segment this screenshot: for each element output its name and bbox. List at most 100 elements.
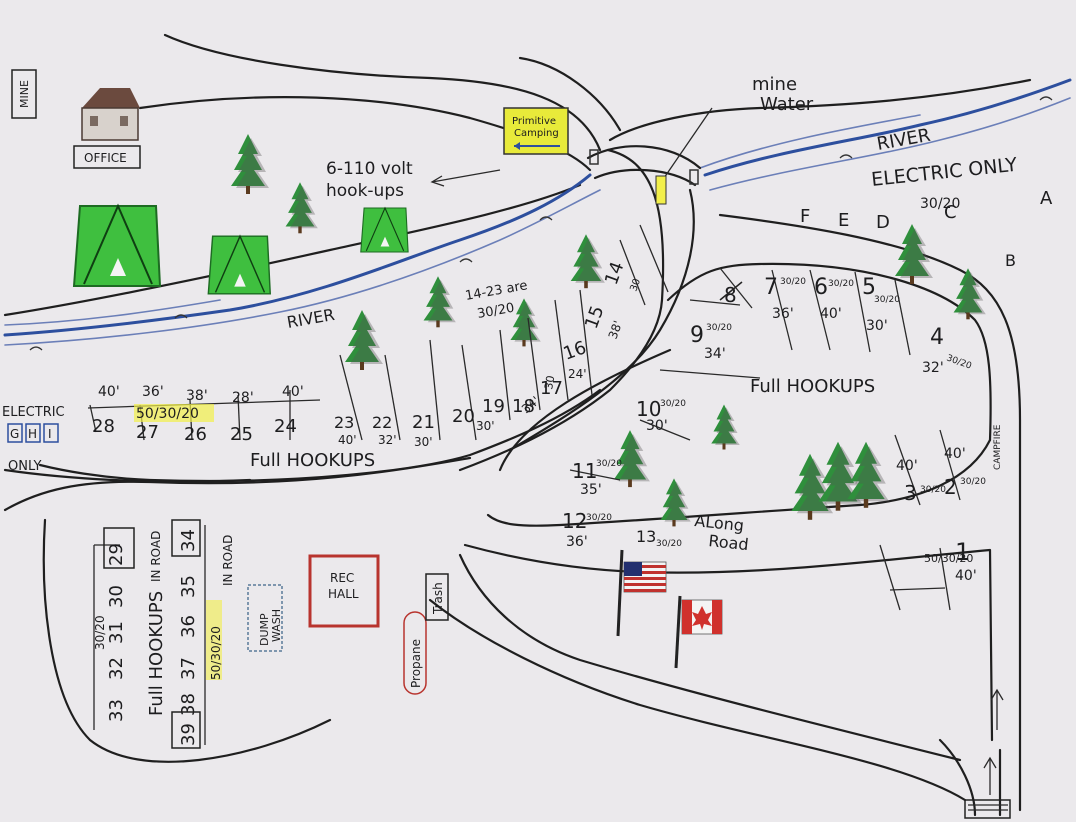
site-27-len: 36' xyxy=(142,384,164,400)
site-37: 37 xyxy=(178,657,199,680)
in-road-1: IN ROAD xyxy=(149,531,163,582)
site-g: G xyxy=(10,427,19,441)
trash-label: Trash xyxy=(431,582,445,615)
along-road-line2: Road xyxy=(708,531,750,554)
site-24: 24 xyxy=(274,416,297,437)
site-25-len: 28' xyxy=(232,390,254,406)
house-icon xyxy=(81,88,140,141)
canada-flag-icon xyxy=(674,595,723,669)
in-road-2: IN ROAD xyxy=(221,535,235,586)
site-17: 17 xyxy=(540,378,563,399)
arrow-icon xyxy=(430,169,501,187)
site-22: 22 xyxy=(372,413,392,432)
primitive-camping-sign: Primitive Camping xyxy=(503,107,569,155)
trash-bin: Trash xyxy=(425,573,449,621)
site-25: 25 xyxy=(230,424,253,445)
site-12-amp: 30/20 xyxy=(586,513,612,523)
site-letter-d: D xyxy=(876,212,890,233)
site-11-len: 35' xyxy=(580,482,602,498)
site-11: 11 xyxy=(572,459,597,483)
site-28-len: 40' xyxy=(98,384,120,400)
site-10: 10 xyxy=(636,397,661,421)
site-3: 3 xyxy=(904,481,917,505)
site-11-amp: 30/20 xyxy=(596,459,622,469)
site-letter-b: B xyxy=(1005,251,1016,270)
site-7-len: 36' xyxy=(772,306,794,322)
bridge xyxy=(586,145,702,187)
site-24-len: 40' xyxy=(282,384,304,400)
site-10-amp: 30/20 xyxy=(660,399,686,409)
tent-icon xyxy=(207,235,271,295)
site-1-amp: 50/30/20 xyxy=(924,552,973,565)
river-lower xyxy=(3,173,601,346)
campfire-label: CAMPFIRE xyxy=(993,424,1003,470)
mine-water-line2: Water xyxy=(760,94,814,115)
arrow-icon xyxy=(983,688,1004,795)
amp-50-30-20-left: 50/30/20 xyxy=(209,626,223,680)
site-31: 31 xyxy=(106,621,127,644)
electric-amp-right: 30/20 xyxy=(920,196,960,212)
site-23-len: 40' xyxy=(338,433,357,447)
site-letter-c: C xyxy=(944,202,957,223)
site-15-len: 38' xyxy=(606,319,626,341)
amp-50-30-20: 50/30/20 xyxy=(136,406,199,422)
rec-hall: REC HALL xyxy=(308,554,380,628)
site-28: 28 xyxy=(92,416,115,437)
site-21: 21 xyxy=(412,412,435,433)
full-hookups-lower: Full HOOKUPS xyxy=(250,450,375,471)
site-5-amp: 30/20 xyxy=(874,295,900,305)
site-2: 2 xyxy=(944,475,957,499)
site-17-len: 30 xyxy=(542,374,557,390)
site-6-amp: 30/20 xyxy=(828,279,854,289)
wash-label: WASH xyxy=(270,609,283,642)
site-letter-e: E xyxy=(838,210,849,231)
office-label: OFFICE xyxy=(84,151,127,165)
site-13-amp: 30/20 xyxy=(656,539,682,549)
site-2-amp: 30/20 xyxy=(960,477,986,487)
site-5: 5 xyxy=(862,275,876,300)
site-22-len: 32' xyxy=(378,433,397,447)
full-hookups-right: Full HOOKUPS xyxy=(750,376,875,397)
site-19: 19 xyxy=(482,396,505,417)
tent-icon xyxy=(360,207,409,253)
site-10-len: 30' xyxy=(646,418,668,434)
site-7: 7 xyxy=(764,275,778,300)
site-26: 26 xyxy=(184,424,207,445)
site-29: 29 xyxy=(106,543,127,566)
site-6: 6 xyxy=(814,275,828,300)
full-hookups-left: Full HOOKUPS xyxy=(146,591,167,716)
site-30: 30 xyxy=(106,585,127,608)
site-letter-f: F xyxy=(800,206,810,227)
propane-tank: Propane xyxy=(403,611,427,695)
amp-30-20-left: 30/20 xyxy=(93,615,107,650)
site-26-len: 38' xyxy=(186,388,208,404)
site-32: 32 xyxy=(106,657,127,680)
river-upper xyxy=(699,78,1072,191)
hookups-note-line2: hook-ups xyxy=(326,181,404,201)
site-4-len: 32' xyxy=(922,360,944,376)
mine-water-post xyxy=(655,107,713,205)
site-5-len: 30' xyxy=(866,318,888,334)
site-3-amp: 30/20 xyxy=(920,485,946,495)
road-network xyxy=(3,33,1032,819)
site-33: 33 xyxy=(106,699,127,722)
mine-sign: MINE xyxy=(11,69,37,119)
site-27: 27 xyxy=(136,422,159,443)
electric-left-line2: ONLY xyxy=(8,459,41,474)
amp-highlight-river: 50/30/20 xyxy=(134,404,214,422)
site-14-amp: 30 xyxy=(628,277,643,293)
electric-left-line1: ELECTRIC xyxy=(2,405,65,420)
site-16-len: 24' xyxy=(568,367,587,381)
site-9: 9 xyxy=(690,323,704,348)
water-marks xyxy=(29,96,1053,351)
site-20: 20 xyxy=(452,406,475,427)
left-loop-sites: 29 30 31 32 33 30/20 Full HOOKUPS IN ROA… xyxy=(93,519,235,749)
site-35: 35 xyxy=(178,575,199,598)
site-i: I xyxy=(48,427,52,441)
office-building: OFFICE xyxy=(73,88,141,169)
mine-water-line1: mine xyxy=(752,74,797,95)
site-9-amp: 30/20 xyxy=(706,323,732,333)
primitive-line1: Primitive xyxy=(512,116,556,127)
site-18: 18 xyxy=(512,396,535,417)
site-2-len: 40' xyxy=(944,446,966,462)
